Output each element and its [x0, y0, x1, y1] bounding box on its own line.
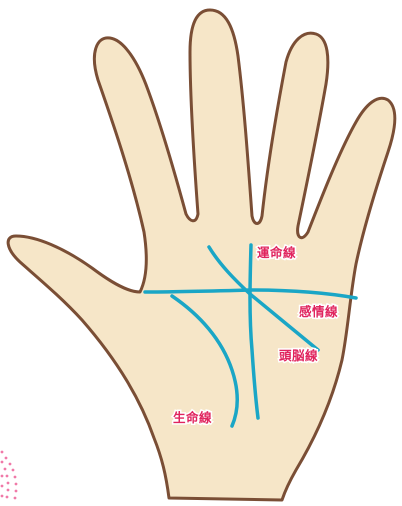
fate-line-label: 運命線: [257, 245, 296, 260]
life-line-label: 生命線: [173, 410, 212, 425]
heart-line-label: 感情線: [299, 304, 338, 319]
dotted-corner-decoration-icon: [1, 451, 18, 500]
hand-illustration-icon: [8, 10, 395, 500]
head-line-label: 頭脳線: [279, 348, 318, 363]
